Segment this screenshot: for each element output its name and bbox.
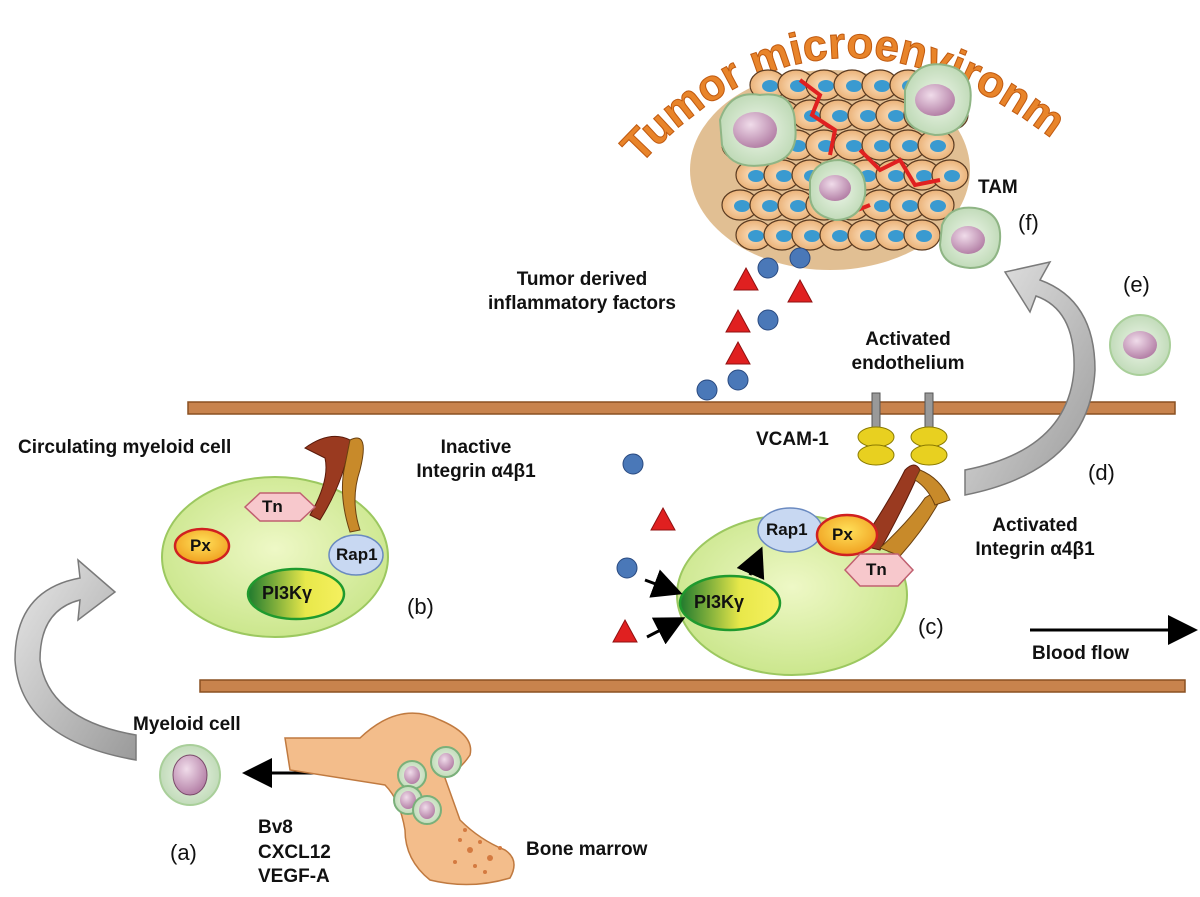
step-c: (c) <box>918 614 944 639</box>
myeloid-cell-a <box>159 744 221 806</box>
tumor-cell-nucleus <box>846 80 862 92</box>
label-tumor-factors: Tumor derived inflammatory factors <box>462 268 702 316</box>
label-activated-integrin-line2: Integrin α4β1 <box>975 538 1095 560</box>
tumor-cell-nucleus <box>930 140 946 152</box>
tumor-cell-nucleus <box>762 200 778 212</box>
label-inactive-integrin-line1: Inactive <box>440 437 512 458</box>
protein-px-c: Px <box>832 525 853 544</box>
tumor-cell-nucleus <box>874 80 890 92</box>
tumor-mass <box>690 63 972 270</box>
tumor-cell-nucleus <box>804 230 820 242</box>
tumor-cell-nucleus <box>776 170 792 182</box>
protein-rap1-b: Rap1 <box>336 545 378 564</box>
protein-pi3k-c: PI3Kγ <box>694 592 745 612</box>
label-activated-integrin: Activated Integrin α4β1 <box>955 514 1115 562</box>
label-tumor-factors-line2: inflammatory factors <box>488 292 676 314</box>
label-blood-flow: Blood flow <box>1032 643 1130 664</box>
label-vcam-1: VCAM-1 <box>756 429 829 450</box>
label-tumor-factors-line1: Tumor derived <box>516 269 648 290</box>
label-activated-integrin-line1: Activated <box>992 515 1078 536</box>
tumor-cell-nucleus <box>874 200 890 212</box>
vessel-wall-bottom <box>199 679 1186 693</box>
factor-3: VEGF-A <box>258 866 330 888</box>
vcam-1-receptors <box>857 392 948 466</box>
inflammatory-factors <box>612 247 813 643</box>
tumor-cell-nucleus <box>888 170 904 182</box>
label-myeloid-cell: Myeloid cell <box>133 714 241 735</box>
label-tam: TAM <box>978 177 1018 198</box>
protein-rap1-c: Rap1 <box>766 520 808 539</box>
tumor-cell-nucleus <box>832 110 848 122</box>
step-a: (a) <box>170 840 197 865</box>
tumor-cell-nucleus <box>888 110 904 122</box>
protein-px-b: Px <box>190 536 211 555</box>
step-e: (e) <box>1123 272 1150 297</box>
step-b: (b) <box>407 594 434 619</box>
label-factors: Bv8 CXCL12 VEGF-A <box>258 816 331 890</box>
tumor-cell-nucleus <box>860 110 876 122</box>
factor-1: Bv8 <box>258 817 293 838</box>
tumor-cell-nucleus <box>790 200 806 212</box>
tumor-cell-nucleus <box>944 170 960 182</box>
tumor-cell-nucleus <box>748 170 764 182</box>
inactive-integrin <box>304 435 351 521</box>
myeloid-cell-e <box>1109 314 1171 376</box>
protein-pi3k-b: PI3Kγ <box>262 583 313 603</box>
tumor-cell-nucleus <box>916 230 932 242</box>
tumor-cell-nucleus <box>902 140 918 152</box>
label-bone-marrow: Bone marrow <box>526 839 648 860</box>
tam-in-tumor-1 <box>718 93 797 167</box>
tumor-cell-nucleus <box>832 230 848 242</box>
tumor-cell-nucleus <box>818 80 834 92</box>
circulating-myeloid-cell <box>161 435 389 638</box>
activated-myeloid-cell <box>644 464 951 676</box>
label-circulating-myeloid-cell: Circulating myeloid cell <box>18 437 232 458</box>
bone-marrow-cells <box>393 746 462 825</box>
tumor-cell-nucleus <box>916 170 932 182</box>
tumor-cell-nucleus <box>888 230 904 242</box>
label-inactive-integrin: Inactive Integrin α4β1 <box>396 436 556 484</box>
tumor-cell-nucleus <box>874 140 890 152</box>
label-inactive-integrin-line2: Integrin α4β1 <box>416 460 536 482</box>
protein-tn-b: Tn <box>262 497 283 516</box>
tumor-cell-nucleus <box>734 200 750 212</box>
protein-tn-c: Tn <box>866 560 887 579</box>
tumor-cell-nucleus <box>902 200 918 212</box>
tumor-cell-nucleus <box>762 80 778 92</box>
step-f: (f) <box>1018 210 1039 235</box>
tumor-cell-nucleus <box>846 140 862 152</box>
tam-in-tumor-3 <box>809 158 867 222</box>
tam-in-tumor-2 <box>904 63 972 137</box>
label-activated-endothelium-line2: endothelium <box>851 352 965 374</box>
label-activated-endothelium: Activated endothelium <box>838 328 978 376</box>
step-d: (d) <box>1088 460 1115 485</box>
vessel-wall-top <box>187 401 1176 415</box>
bone-marrow <box>284 712 515 886</box>
tumor-cell-nucleus <box>860 230 876 242</box>
mobilization-arrow <box>14 558 137 761</box>
tumor-cell-nucleus <box>776 230 792 242</box>
extravasation-arrow <box>964 260 1096 496</box>
label-activated-endothelium-line1: Activated <box>865 329 951 350</box>
tam-cell <box>938 206 1002 270</box>
tumor-cell-nucleus <box>930 200 946 212</box>
tumor-cell-nucleus <box>748 230 764 242</box>
factor-2: CXCL12 <box>258 841 331 863</box>
